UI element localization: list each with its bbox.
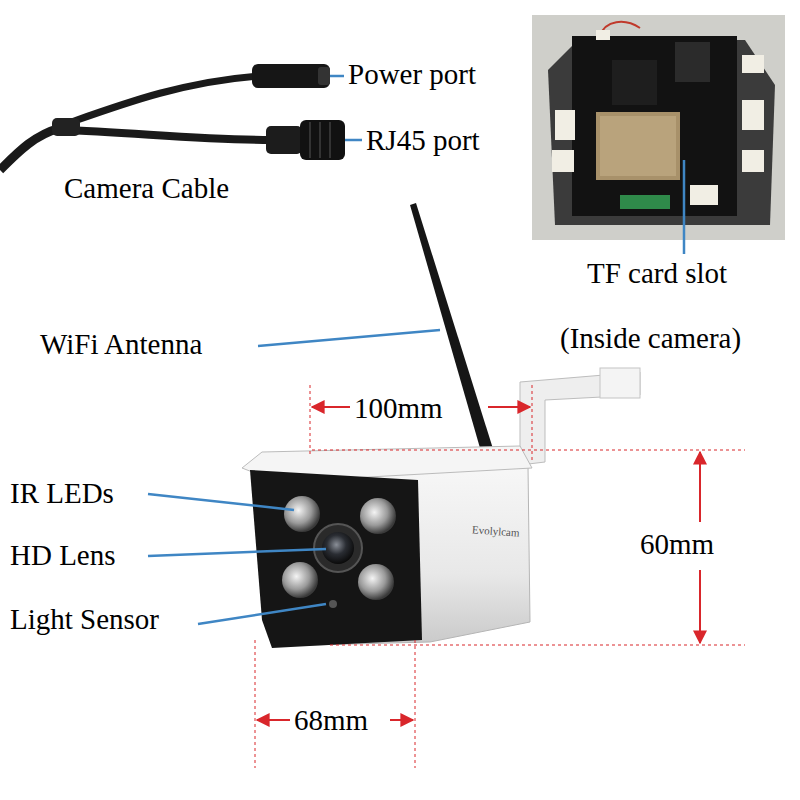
rj45-connector bbox=[300, 120, 345, 160]
part-label-box: Power port bbox=[348, 58, 476, 91]
part-label-box: Camera Cable bbox=[64, 172, 229, 205]
note-label-box: (Inside camera) bbox=[560, 322, 741, 355]
dimension-arrow bbox=[488, 406, 530, 408]
cable-wire bbox=[60, 130, 272, 140]
chip bbox=[675, 42, 710, 82]
photo-ground bbox=[532, 15, 785, 240]
part-label-box: WiFi Antenna bbox=[40, 328, 202, 361]
part-label: Camera Cable bbox=[64, 172, 229, 204]
part-label: RJ45 port bbox=[366, 124, 480, 156]
part-label: IR LEDs bbox=[10, 477, 114, 509]
dimension-label: 60mm bbox=[640, 528, 714, 560]
dimension-label-box: 60mm bbox=[640, 528, 714, 561]
tf-card-slot-metal bbox=[600, 116, 676, 176]
light-sensor bbox=[329, 600, 337, 608]
part-label: WiFi Antenna bbox=[40, 328, 202, 360]
dimension-guide bbox=[330, 645, 745, 646]
part-label-box: Light Sensor bbox=[10, 603, 159, 636]
mount-bracket bbox=[520, 368, 640, 465]
dimension-label: 68mm bbox=[294, 704, 368, 736]
connector bbox=[552, 150, 574, 172]
power-connector-tip bbox=[318, 67, 330, 85]
leader-line bbox=[148, 494, 294, 510]
part-label: TF card slot bbox=[587, 257, 727, 289]
ir-led bbox=[358, 564, 394, 600]
note-label: (Inside camera) bbox=[560, 322, 741, 354]
leader-line bbox=[258, 330, 440, 346]
dimension-guide bbox=[255, 640, 256, 768]
dimension-guide bbox=[310, 385, 311, 455]
camera-cable bbox=[0, 64, 345, 170]
leader-line bbox=[330, 75, 344, 78]
part-label: Power port bbox=[348, 58, 476, 90]
connector bbox=[742, 55, 764, 73]
dimension-arrow bbox=[312, 406, 350, 408]
leader-line bbox=[148, 549, 326, 556]
pcb-photo bbox=[532, 15, 785, 240]
rj45-boot bbox=[266, 126, 302, 154]
dimension-arrow bbox=[699, 570, 701, 643]
hd-lens bbox=[322, 532, 354, 564]
power-connector bbox=[252, 64, 330, 88]
cable-wire bbox=[0, 128, 60, 170]
camera-front bbox=[250, 470, 422, 648]
tf-card-slot-metal bbox=[596, 112, 680, 180]
connector bbox=[690, 185, 718, 205]
ir-led bbox=[360, 498, 396, 534]
dimension-arrow bbox=[390, 719, 413, 721]
dimension-label-box: 100mm bbox=[354, 392, 443, 425]
connector bbox=[596, 30, 610, 40]
dimension-label-box: 68mm bbox=[294, 704, 368, 737]
part-label-box: TF card slot bbox=[587, 257, 727, 290]
bracket-base bbox=[600, 368, 640, 398]
dimension-guide bbox=[312, 450, 745, 451]
part-label-box: RJ45 port bbox=[366, 124, 480, 157]
chip bbox=[612, 60, 657, 105]
leader-line bbox=[198, 604, 326, 624]
ir-led bbox=[284, 496, 320, 532]
connector bbox=[742, 150, 764, 172]
brand-text-box: Evolylcam bbox=[471, 519, 520, 540]
connector bbox=[555, 110, 575, 140]
dimension-arrow bbox=[699, 452, 701, 522]
dimension-arrows bbox=[257, 407, 700, 720]
brand-text: Evolylcam bbox=[472, 523, 520, 538]
dimension-guide bbox=[532, 385, 533, 460]
part-label: HD Lens bbox=[10, 539, 116, 571]
ir-led bbox=[282, 562, 318, 598]
dimension-arrow bbox=[257, 719, 290, 721]
part-label: Light Sensor bbox=[10, 603, 159, 635]
dimension-guide bbox=[415, 640, 416, 768]
circuit-board bbox=[572, 36, 737, 216]
rj45-ridges bbox=[310, 122, 330, 158]
leader-line bbox=[345, 139, 362, 142]
cable-wire bbox=[60, 76, 258, 126]
led-board bbox=[620, 195, 670, 209]
cable-splitter bbox=[52, 118, 80, 136]
leader-line bbox=[683, 160, 686, 254]
part-label-box: IR LEDs bbox=[10, 477, 114, 510]
part-label-box: HD Lens bbox=[10, 539, 116, 572]
camera-body bbox=[242, 446, 532, 648]
dimension-label: 100mm bbox=[354, 392, 443, 424]
connector bbox=[742, 100, 764, 130]
dimension-guides bbox=[255, 385, 745, 768]
